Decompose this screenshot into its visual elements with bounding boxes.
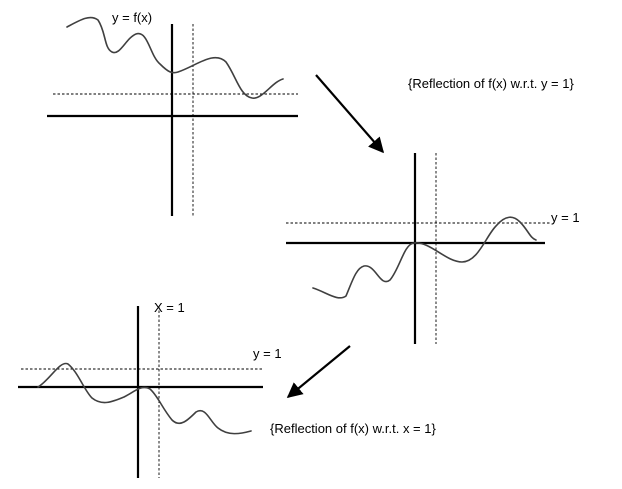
- vline-label: X = 1: [154, 300, 185, 315]
- curve-reflected-x: [37, 362, 252, 435]
- panel-reflect-y: y = 1: [286, 153, 580, 344]
- arrow-step-2: [286, 345, 351, 398]
- hline-label: y = 1: [551, 210, 580, 225]
- panel-reflect-x: X = 1 y = 1: [18, 300, 282, 478]
- curve-reflected-y: [312, 216, 537, 299]
- curve-f-of-x: [66, 16, 284, 99]
- panel-original: y = f(x): [47, 10, 298, 216]
- arrow-step-1: [315, 74, 385, 154]
- curve-label: y = f(x): [112, 10, 152, 25]
- annotation-reflection-x1: {Reflection of f(x) w.r.t. x = 1}: [270, 421, 436, 436]
- annotation-reflection-y1: {Reflection of f(x) w.r.t. y = 1}: [408, 76, 574, 91]
- hline-label: y = 1: [253, 346, 282, 361]
